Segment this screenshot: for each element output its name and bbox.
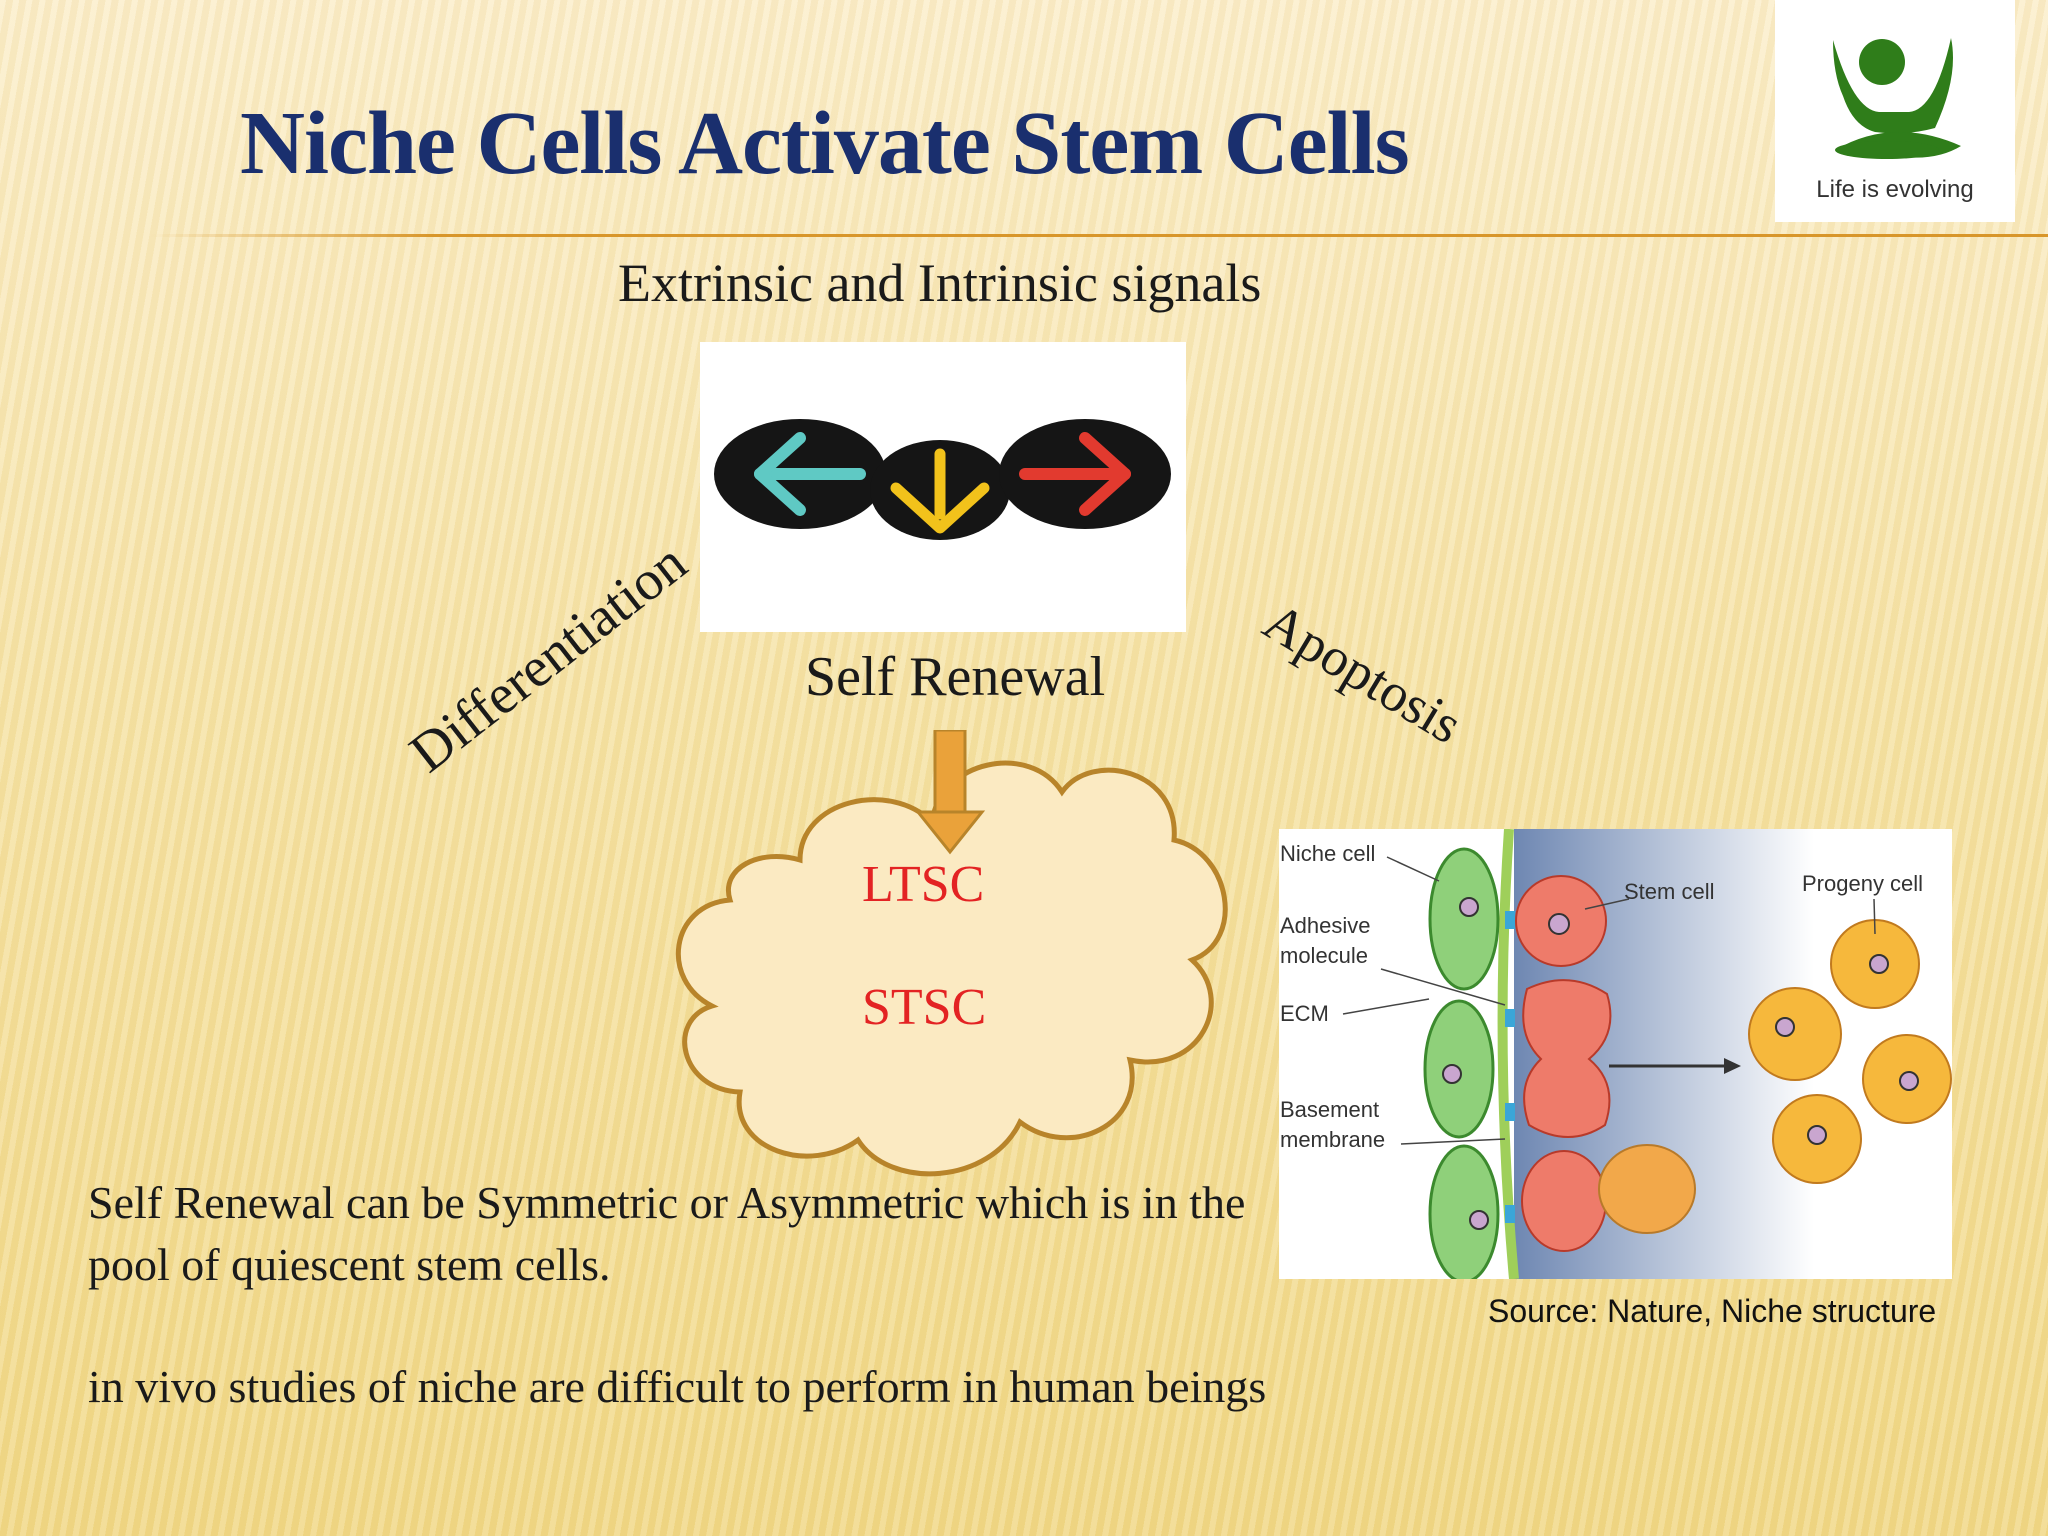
- signals-label: Extrinsic and Intrinsic signals: [618, 253, 1262, 313]
- stem-cell-pool-cloud: [675, 730, 1228, 1177]
- logo-tagline: Life is evolving: [1816, 176, 1974, 203]
- down-arrow-icon: [914, 730, 986, 855]
- basement-membrane-label: Basement membrane: [1280, 1097, 1386, 1152]
- ecm-label: ECM: [1280, 1001, 1329, 1026]
- meditating-figure-logo-icon: [1833, 38, 1961, 159]
- traffic-arrow-lights-icon: [714, 419, 1171, 540]
- logo: Life is evolving: [1775, 0, 2015, 222]
- ltsc-label: LTSC: [862, 856, 985, 913]
- apoptosis-label: Apoptosis: [1253, 590, 1473, 756]
- slide-title: Niche Cells Activate Stem Cells: [240, 94, 1410, 193]
- stem-cell-label: Stem cell: [1624, 879, 1715, 904]
- progeny-cell-label: Progeny cell: [1802, 871, 1924, 896]
- right-arrow: [1019, 432, 1131, 516]
- title-divider: [150, 234, 2048, 237]
- in-vivo-paragraph: in vivo studies of niche are difficult t…: [88, 1361, 1267, 1412]
- self-renewal-paragraph: Self Renewal can be Symmetric or Asymmet…: [88, 1177, 1246, 1290]
- differentiation-label: Differentiation: [398, 531, 699, 785]
- niche-diagram-illustration: [1342, 829, 1952, 1279]
- down-arrow: [890, 448, 990, 534]
- self-renewal-label: Self Renewal: [805, 646, 1106, 708]
- niche-structure-figure: Niche cell Adhesive molecule ECM Basemen…: [1279, 829, 1952, 1279]
- niche-cell-label: Niche cell: [1280, 841, 1376, 866]
- figure-source-caption: Source: Nature, Niche structure: [1488, 1293, 1937, 1329]
- stsc-label: STSC: [862, 979, 987, 1036]
- signal-lights-image: [700, 342, 1186, 632]
- left-arrow: [754, 432, 866, 516]
- adhesive-molecule-label: Adhesive molecule: [1280, 913, 1371, 968]
